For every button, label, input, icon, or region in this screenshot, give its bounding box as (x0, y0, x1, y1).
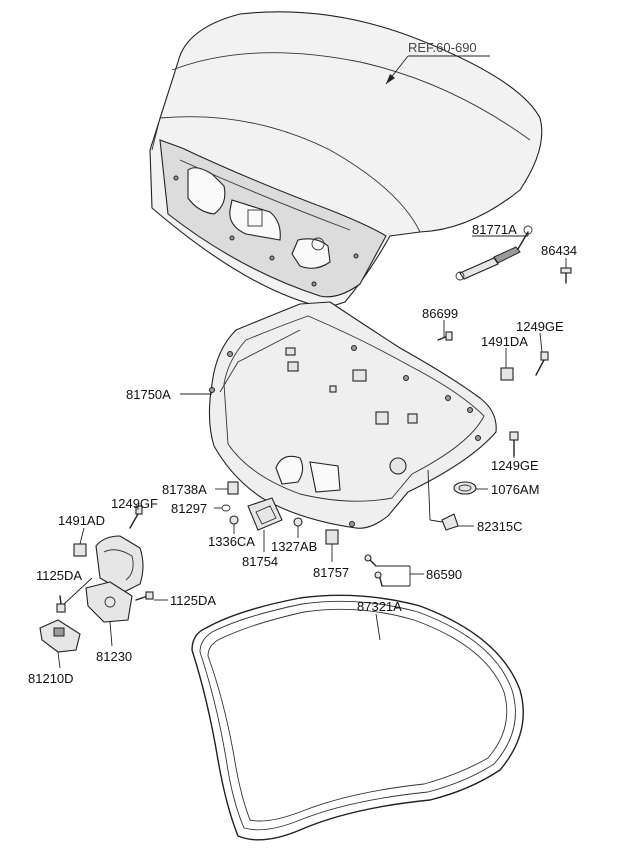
label-86590: 86590 (426, 567, 462, 582)
label-86434: 86434 (541, 243, 577, 258)
grommet-1076AM (453, 481, 477, 495)
label-1249GF: 1249GF (111, 496, 158, 511)
label-1249GE-lower: 1249GE (491, 458, 539, 473)
latch-assembly (73, 535, 144, 623)
actuator-81210D (39, 619, 81, 653)
inner-trim-panel (208, 301, 497, 529)
latch-bolt-1125DA-left (56, 595, 66, 613)
nut-1327AB (293, 517, 303, 527)
label-81754: 81754 (242, 554, 278, 569)
screws-86590 (364, 554, 383, 587)
label-1125DA-right: 1125DA (170, 593, 216, 608)
reference-annotation: REF.60-690 (385, 40, 490, 85)
leader-lines (57, 232, 567, 669)
handle-81754 (247, 497, 283, 531)
reference-label: REF.60-690 (408, 40, 477, 55)
label-81750A: 81750A (126, 387, 171, 402)
label-81230: 81230 (96, 649, 132, 664)
label-81210D: 81210D (28, 671, 74, 686)
label-82315C: 82315C (477, 519, 523, 534)
latch-bolt-1249GF (129, 505, 143, 529)
trunk-lid-panel (149, 11, 543, 309)
grommet-1336CA (229, 515, 239, 525)
switch-81757 (325, 529, 339, 545)
label-1336CA: 1336CA (208, 534, 255, 549)
clip-82315C (441, 513, 459, 531)
screw-1249GE-lower (509, 431, 519, 457)
screw-1249GE-upper (535, 351, 549, 376)
label-81771A: 81771A (472, 222, 517, 237)
label-1491AD: 1491AD (58, 513, 105, 528)
clip-1491DA (500, 367, 514, 381)
label-81738A: 81738A (162, 482, 207, 497)
label-1125DA-left: 1125DA (36, 568, 82, 583)
label-86699: 86699 (422, 306, 458, 321)
label-1076AM: 1076AM (491, 482, 539, 497)
label-1249GE-upper: 1249GE (516, 319, 564, 334)
clip-81738A (227, 481, 239, 495)
clip-81297 (221, 504, 231, 512)
latch-bolt-1125DA-right (135, 591, 154, 601)
label-81297: 81297 (171, 501, 207, 516)
weatherstrip (191, 594, 524, 841)
screw-86699 (437, 331, 453, 341)
label-1327AB: 1327AB (271, 539, 317, 554)
label-87321A: 87321A (357, 599, 402, 614)
label-81757: 81757 (313, 565, 349, 580)
label-1491DA: 1491DA (481, 334, 528, 349)
bolt-86434 (560, 267, 572, 284)
part-labels: 81771A 86434 86699 1249GE 1491DA 81750A … (28, 222, 577, 686)
